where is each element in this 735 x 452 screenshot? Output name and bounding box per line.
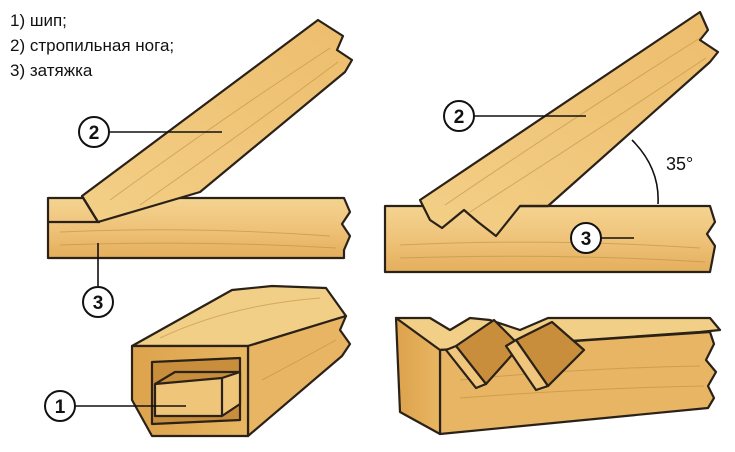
callout-tie-left: 3: [82, 286, 114, 318]
svg-text:3: 3: [93, 293, 104, 314]
joint-bottom-left: [130, 284, 352, 438]
legend-item-tenon: 1) шип;: [10, 11, 67, 30]
svg-text:2: 2: [89, 123, 100, 144]
legend-item-rafter: 2) стропильная нога;: [10, 36, 175, 55]
legend: 1) шип; 2) стропильная нога; 3) затяжка: [10, 8, 174, 83]
svg-text:2: 2: [454, 107, 465, 128]
joint-top-left: [46, 18, 354, 260]
legend-item-tie-beam: 3) затяжка: [10, 61, 93, 80]
svg-text:3: 3: [581, 229, 592, 250]
angle-arc: [631, 139, 659, 205]
joint-top-right: 35°: [383, 10, 720, 274]
joint-bottom-right: [394, 316, 722, 436]
tie-beam-right: [383, 204, 717, 274]
callout-tenon: 1: [44, 390, 76, 422]
callout-tie-right: 3: [570, 222, 602, 254]
rafter-left: [80, 18, 354, 224]
callout-rafter-left: 2: [78, 116, 110, 148]
svg-text:1: 1: [55, 397, 66, 418]
callout-rafter-right: 2: [443, 100, 475, 132]
angle-label: 35°: [666, 154, 693, 174]
